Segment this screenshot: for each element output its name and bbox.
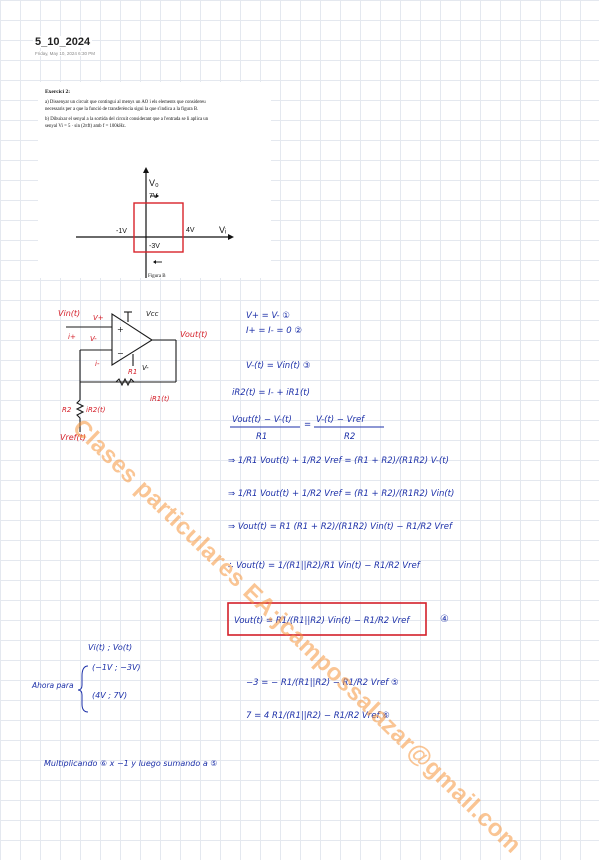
equation-5-lhs-num: Vout(t) − V-(t): [232, 415, 292, 425]
equation-8: ⇒ Vout(t) = R1 (R1 + R2)/(R1R2) Vin(t) −…: [228, 522, 454, 532]
r1-label: R1: [128, 368, 137, 376]
vin-label: Vin(t): [58, 309, 80, 318]
vminus-label: V-: [90, 335, 97, 343]
label-7v: 7V: [149, 193, 158, 200]
conditions-header: Vi(t) ; Vo(t): [88, 643, 132, 652]
opamp-symbol: [111, 312, 154, 366]
conditions-label: Ahora para: [31, 681, 74, 690]
boxed-equation-number: ④: [440, 614, 449, 625]
x-axis-arrow: [228, 234, 234, 240]
vee-label: V-: [142, 364, 149, 372]
watermark: Clases particulares EA:jcampossalazar@gm…: [67, 414, 527, 859]
ir1-label: iR1(t): [150, 395, 170, 403]
equals-sign: =: [304, 420, 311, 430]
vout-label: Vout(t): [180, 330, 207, 339]
y-axis-label: V₀: [149, 178, 159, 188]
page-date: Friday, May 10, 2024 6:30 PM: [33, 51, 97, 56]
equation-9: ∴ Vout(t) = 1/(R1||R2)/R1 Vin(t) − R1/R2…: [228, 561, 422, 571]
minus-sign: −: [117, 349, 124, 358]
resistor-r1: [115, 377, 135, 387]
condition-1: (−1V ; −3V): [92, 663, 141, 672]
derivation: V+ = V- ① I+ = I- = 0 ② V-(t) = Vin(t) ③…: [228, 311, 454, 571]
equation-2: I+ = I- = 0 ②: [246, 326, 302, 336]
figure-caption: Figura B: [148, 274, 166, 279]
equation-5-lhs-den: R1: [256, 432, 267, 442]
label-4v: 4V: [186, 227, 195, 234]
equation-4: iR2(t) = I- + iR1(t): [232, 388, 310, 398]
opamp-circuit: [66, 311, 177, 432]
transfer-function-figure: V₀ 7V 4V -1V -3V Vᵢ: [76, 167, 234, 278]
equation-1: V+ = V- ①: [246, 311, 290, 321]
equation-7: ⇒ 1/R1 Vout(t) + 1/R2 Vref = (R1 + R2)/(…: [228, 489, 454, 499]
vcc-label: Vcc: [146, 310, 159, 318]
page-title: 5_10_2024: [33, 36, 93, 48]
brace: [77, 665, 89, 713]
x-axis-label: Vᵢ: [219, 225, 226, 235]
y-axis-arrow: [143, 167, 149, 173]
part-a-line-2: necessaris per a que la funció de transf…: [45, 107, 199, 112]
iplus-label: i+: [68, 333, 76, 341]
resistor-r2: [75, 399, 85, 419]
exercise-statement: Exercici 2: a) Dissenyar un circuit que …: [38, 82, 271, 279]
part-b-line-2: senyal Vi = 5 · sin (2πft) amb f = 100kH…: [45, 124, 126, 129]
part-a-line-1: a) Dissenyar un circuit que contingui al…: [45, 100, 206, 105]
plus-sign: +: [117, 325, 124, 334]
hysteresis-loop: [133, 202, 184, 253]
equation-5-rhs-den: R2: [344, 432, 355, 442]
ir2-label: iR2(t): [86, 406, 106, 414]
r2-label: R2: [62, 406, 72, 414]
label-minus-1v: -1V: [116, 228, 127, 235]
label-minus-3v: -3V: [149, 243, 160, 250]
exercise-title: Exercici 2:: [45, 89, 71, 95]
iminus-label: i-: [95, 360, 100, 368]
equation-5-rhs-num: V-(t) − Vref: [316, 415, 366, 425]
final-note: Multiplicando ⑥ x −1 y luego sumando a ⑤: [44, 759, 217, 768]
equation-3: V-(t) = Vin(t) ③: [246, 361, 311, 371]
part-b-line-1: b) Dibuixar el senyal a la sortida del c…: [45, 117, 209, 122]
condition-2: (4V ; 7V): [92, 691, 127, 700]
direction-arrow-bottom-head: [153, 260, 156, 264]
direction-arrow-head: [156, 194, 159, 198]
equation-6: ⇒ 1/R1 Vout(t) + 1/R2 Vref = (R1 + R2)/(…: [228, 456, 449, 466]
vplus-label: V+: [93, 314, 104, 322]
